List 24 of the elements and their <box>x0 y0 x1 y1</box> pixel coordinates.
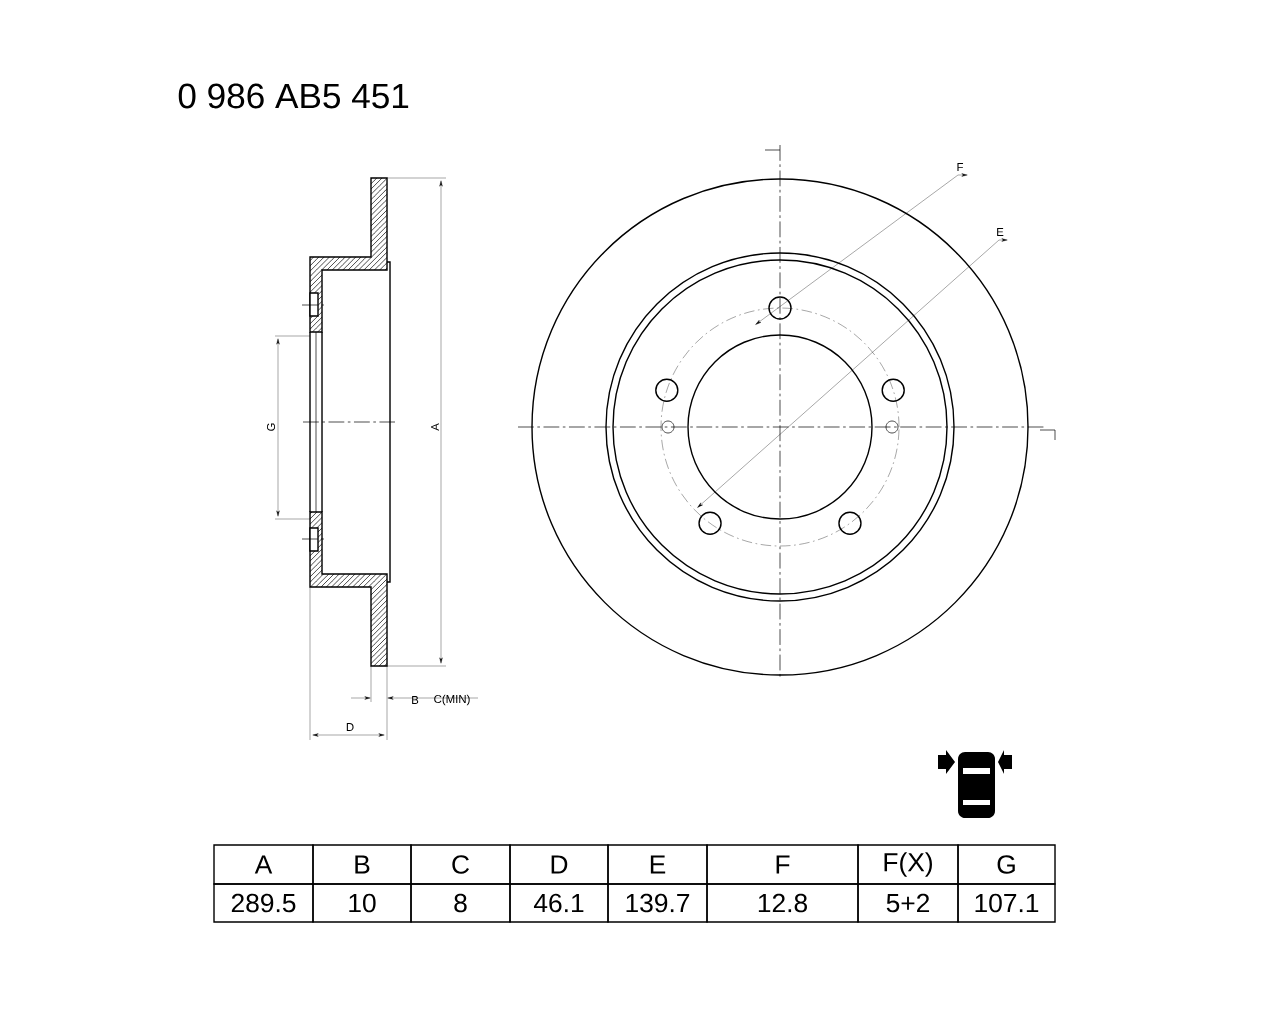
dimension-label: G <box>266 423 276 431</box>
table-cell: F(X) <box>857 844 959 885</box>
table-cell: 139.7 <box>607 883 708 923</box>
table-cell: D <box>509 844 609 885</box>
table-cell: G <box>957 844 1056 885</box>
table-cell: 12.8 <box>706 883 859 923</box>
dimension-label: D <box>346 723 354 731</box>
table-cell: E <box>607 844 708 885</box>
table-cell: 10 <box>312 883 412 923</box>
dimension-label: B <box>412 696 419 704</box>
table-cell: F <box>706 844 859 885</box>
table-cell: 289.5 <box>213 883 314 923</box>
dimension-label: C(MIN) <box>434 694 470 706</box>
table-cell: 5+2 <box>857 883 959 923</box>
table-cell: 8 <box>410 883 511 923</box>
table-cell: C <box>410 844 511 885</box>
dimension-label: F <box>957 163 963 171</box>
table-cell: A <box>213 844 314 885</box>
table-cell: 107.1 <box>957 883 1056 923</box>
dimension-label: E <box>997 228 1004 236</box>
table-cell: 46.1 <box>509 883 609 923</box>
table-cell: B <box>312 844 412 885</box>
dimension-label: A <box>431 423 439 431</box>
part-number: 0 986 AB5 451 <box>178 83 409 109</box>
